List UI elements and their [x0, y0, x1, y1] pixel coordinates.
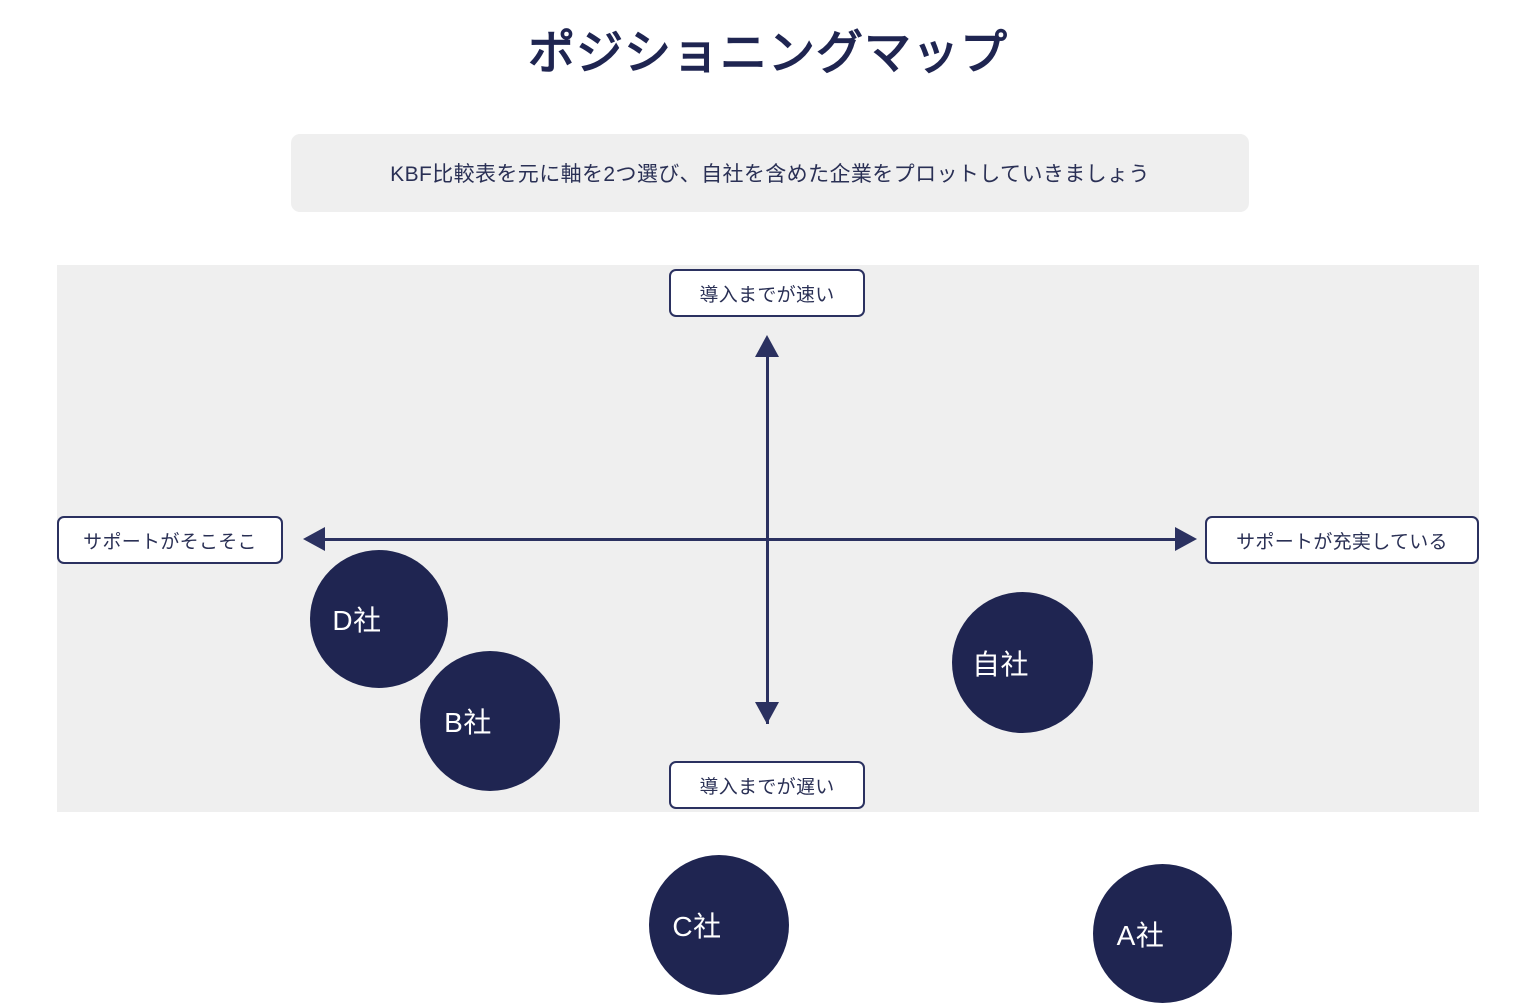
vertical-axis-line — [766, 352, 769, 724]
plot-point-own-company[interactable]: 自社 — [952, 592, 1093, 733]
subtitle-text: KBF比較表を元に軸を2つ選び、自社を含めた企業をプロットしていきましょう — [390, 163, 1150, 186]
horizontal-axis-line — [319, 538, 1181, 541]
plot-point-label: 自社 — [971, 648, 1029, 680]
plot-point-label: A社 — [1116, 919, 1165, 951]
axis-label-bottom: 導入までが遅い — [669, 761, 865, 809]
plot-point-c[interactable]: C社 — [649, 855, 789, 995]
axis-label-top: 導入までが速い — [669, 269, 865, 317]
plot-point-a[interactable]: A社 — [1093, 864, 1232, 1003]
arrow-up-icon — [755, 335, 779, 357]
arrow-left-icon — [303, 527, 325, 551]
arrow-right-icon — [1175, 527, 1197, 551]
page-title: ポジショニングマップ — [528, 26, 1008, 79]
arrow-down-icon — [755, 702, 779, 724]
axis-label-right: サポートが充実している — [1205, 516, 1479, 564]
plot-point-label: C社 — [672, 911, 722, 942]
plot-point-d[interactable]: D社 — [310, 550, 448, 688]
plot-point-label: B社 — [444, 707, 492, 738]
plot-point-b[interactable]: B社 — [420, 651, 560, 791]
axis-label-left: サポートがそこそこ — [57, 516, 283, 564]
subtitle-banner: KBF比較表を元に軸を2つ選び、自社を含めた企業をプロットしていきましょう — [291, 134, 1249, 212]
plot-point-label: D社 — [332, 605, 382, 636]
